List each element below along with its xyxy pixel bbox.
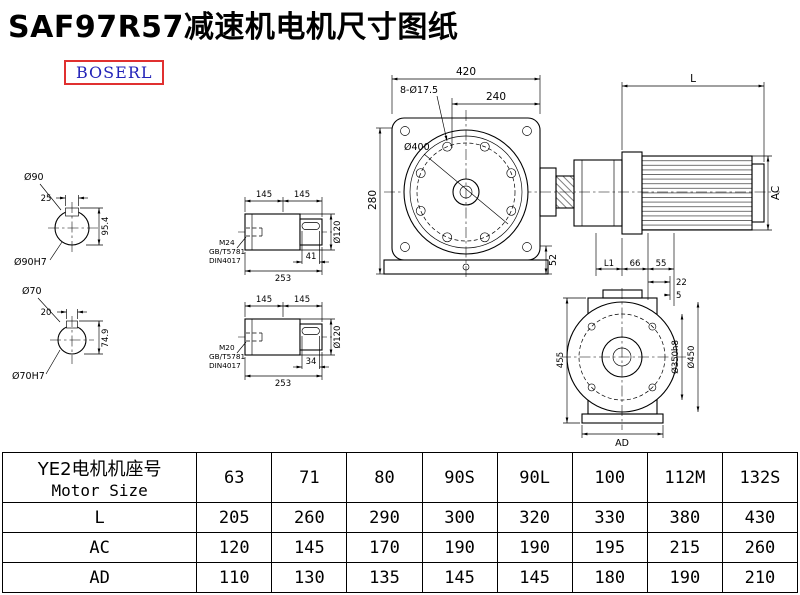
table-cell: 120 [196, 532, 273, 563]
flange-ad-label: AD [615, 438, 629, 449]
motor-height-label: AC [770, 186, 782, 200]
page-title: SAF97R57减速机电机尺寸图纸 [8, 10, 459, 45]
technical-drawing: Ø90 25 95.4 Ø90H7 Ø70 20 [12, 66, 782, 449]
table-header-cn: YE2电机机座号 [37, 459, 162, 480]
flange-diameter-label: Ø400 [404, 142, 430, 153]
section-a-diameter-label: Ø90 [24, 172, 44, 183]
table-col-header: 90L [496, 452, 573, 503]
table-cell: 180 [571, 562, 648, 593]
table-col-header: 63 [196, 452, 273, 503]
boserl-logo: BOSERL [64, 60, 165, 85]
flange-width-label: 240 [486, 91, 506, 103]
table-cell: 210 [721, 562, 799, 593]
motor-dimensions: L AC [621, 73, 782, 231]
shaft-a-len1-label: 145 [256, 190, 272, 200]
table-cell: 145 [496, 562, 573, 593]
motor-size-table: YE2电机机座号 Motor Size 63 71 80 90S 90L 100… [1, 452, 799, 593]
table-cell: 195 [571, 532, 648, 563]
table-cell: 110 [196, 562, 273, 593]
foot-height-label: 52 [548, 254, 559, 266]
table-row-label: AD [1, 562, 198, 593]
shaft-a-diameter-label: Ø120 [332, 221, 343, 244]
shaft-side-view-m24: 145 145 Ø120 M24 GB/T5781 DIN4017 41 253 [209, 190, 343, 284]
table-cell: 320 [496, 502, 573, 533]
section-b-keywidth-label: 20 [41, 308, 52, 318]
shaft-a-std2-label: DIN4017 [209, 256, 241, 265]
shaft-b-total-label: 253 [275, 379, 291, 389]
table-cell: 260 [721, 532, 799, 563]
shaft-a-thread-label: M24 [219, 238, 235, 247]
table-col-header: 132S [721, 452, 799, 503]
table-col-header: 71 [271, 452, 348, 503]
table-cell: 130 [271, 562, 348, 593]
main-width-label: 420 [456, 66, 476, 78]
motor-side-view [539, 151, 765, 235]
flange-55-label: 55 [656, 259, 667, 269]
gearbox-dimensions: 420 8-Ø17.5 240 Ø400 280 52 [367, 66, 559, 275]
table-col-header: 80 [346, 452, 423, 503]
section-b-bore-label: Ø70H7 [12, 371, 45, 382]
table-row-AC: AC 120 145 170 190 190 195 215 260 [1, 532, 799, 563]
shaft-b-thread-label: M20 [219, 343, 235, 352]
section-b-keyheight-label: 74.9 [101, 329, 111, 348]
section-a-keyheight-label: 95.4 [101, 217, 111, 236]
shaft-b-keylen-label: 34 [306, 357, 317, 367]
table-cell: 145 [271, 532, 348, 563]
shaft-side-view-m20: 145 145 Ø120 M20 GB/T5781 DIN4017 34 253 [209, 295, 343, 389]
table-cell: 430 [721, 502, 799, 533]
flange-22-label: 22 [676, 278, 687, 288]
table-row-L: L 205 260 290 300 320 330 380 430 [1, 502, 799, 533]
table-row-AD: AD 110 130 135 145 145 180 190 210 [1, 562, 799, 593]
table-header-motor-size: YE2电机机座号 Motor Size [1, 452, 198, 503]
table-cell: 190 [646, 562, 723, 593]
shaft-a-std1-label: GB/T5781 [209, 247, 245, 256]
flange-rear-view [560, 288, 686, 430]
table-cell: 330 [571, 502, 648, 533]
shaft-a-len2-label: 145 [294, 190, 310, 200]
shaft-b-std1-label: GB/T5781 [209, 352, 245, 361]
bolt-holes-label: 8-Ø17.5 [400, 85, 438, 96]
shaft-b-std2-label: DIN4017 [209, 361, 241, 370]
table-cell: 190 [496, 532, 573, 563]
table-cell: 380 [646, 502, 723, 533]
flange-outer-label: Ø450 [686, 346, 697, 369]
shaft-b-len2-label: 145 [294, 295, 310, 305]
flange-height-label: 455 [556, 352, 566, 368]
flange-dimensions: L1 66 55 22 5 455 Ø350h8 Ø450 AD [556, 233, 700, 449]
section-b-diameter-label: Ø70 [22, 286, 42, 297]
shaft-end-section-90: Ø90 25 95.4 Ø90H7 [14, 172, 111, 268]
table-row-label: AC [1, 532, 198, 563]
section-a-keywidth-label: 25 [41, 194, 52, 204]
section-a-bore-label: Ø90H7 [14, 257, 47, 268]
table-header-en: Motor Size [51, 481, 148, 500]
shaft-end-section-70: Ø70 20 74.9 Ø70H7 [12, 286, 111, 382]
table-cell: 145 [421, 562, 498, 593]
table-cell: 300 [421, 502, 498, 533]
table-cell: 190 [421, 532, 498, 563]
shaft-b-diameter-label: Ø120 [332, 326, 343, 349]
flange-spigot-label: Ø350h8 [670, 340, 681, 374]
table-cell: 260 [271, 502, 348, 533]
shaft-b-len1-label: 145 [256, 295, 272, 305]
table-col-header: 112M [646, 452, 723, 503]
table-cell: 170 [346, 532, 423, 563]
table-cell: 205 [196, 502, 273, 533]
shaft-a-keylen-label: 41 [306, 252, 317, 262]
table-col-header: 90S [421, 452, 498, 503]
table-col-header: 100 [571, 452, 648, 503]
flange-66-label: 66 [630, 259, 641, 269]
table-row-label: L [1, 502, 198, 533]
table-cell: 215 [646, 532, 723, 563]
motor-length-label: L [690, 73, 696, 85]
flange-l1-label: L1 [604, 259, 614, 269]
table-cell: 135 [346, 562, 423, 593]
main-height-label: 280 [367, 190, 379, 210]
flange-5-label: 5 [676, 291, 681, 301]
table-cell: 290 [346, 502, 423, 533]
shaft-a-total-label: 253 [275, 274, 291, 284]
